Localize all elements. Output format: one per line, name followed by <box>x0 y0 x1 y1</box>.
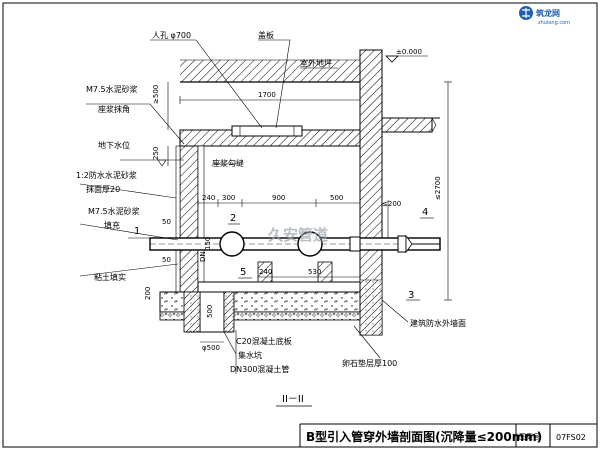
atlas-label: 图集号 <box>519 432 540 441</box>
water-level-icon <box>157 159 167 167</box>
label-mortar-m75-b: M7.5水泥砂浆 <box>88 206 140 216</box>
label-plaster-thickness: 抹面厚20 <box>86 184 120 194</box>
dim-150: 150 <box>204 237 212 250</box>
callout-1: 1 <box>134 226 140 237</box>
left-wall <box>175 145 205 297</box>
dim-200: ≤200 <box>382 200 401 208</box>
label-outer-wall: 建筑防水外墙面 <box>410 318 466 328</box>
dim-1700-text: 1700 <box>258 91 276 99</box>
label-pointing-corner: 座浆抹角 <box>98 104 130 114</box>
dim-phi500: φ500 <box>202 344 220 352</box>
floor-slab <box>159 281 361 333</box>
dim-row-bottom: 240 530 <box>258 268 360 281</box>
label-clay: 粘土填实 <box>94 272 126 282</box>
zhulong-logo: 筑龙网 zhulong.com <box>519 6 570 26</box>
dim-50a: 50 <box>162 218 171 226</box>
drawing-title: B型引入管穿外墙剖面图(沉降量≤200mm) <box>306 429 542 444</box>
callout-4: 4 <box>422 207 428 218</box>
dim-vertical-right: ≤200 ≤2700 <box>382 81 452 301</box>
dim-240a: 240 <box>202 194 215 202</box>
label-groundwater: 地下水位 <box>98 140 130 150</box>
callouts: 1 2 3 4 5 <box>128 207 434 301</box>
label-waterproof-mortar: 1:2防水水泥砂浆 <box>76 170 137 180</box>
callout-2: 2 <box>230 213 236 224</box>
top-slab <box>179 125 361 147</box>
leaders <box>79 39 409 374</box>
label-cover: 盖板 <box>258 30 274 40</box>
building-wall <box>359 49 440 336</box>
elevation-mark: ±0.000 <box>385 48 428 63</box>
label-fill: 填充 <box>104 220 120 230</box>
dim-500b: 500 <box>330 194 343 202</box>
dim-row-top: 240 300 900 500 <box>197 194 361 207</box>
label-sump: 集水坑 <box>238 350 262 360</box>
dim-dn: DN <box>199 251 207 262</box>
label-outdoor-ground: 室外地坪 <box>300 58 332 68</box>
manhole-cover <box>231 125 303 137</box>
label-dn300: DN300混凝土管 <box>230 364 289 374</box>
watermark: 久安管道 <box>268 226 328 244</box>
callout-5: 5 <box>240 267 246 278</box>
elevation-text: ±0.000 <box>396 48 422 56</box>
dim-240b: 240 <box>259 268 272 276</box>
inlet-pipe <box>149 231 441 257</box>
dim-250: 250 <box>152 147 160 160</box>
label-c20-slab: C20混凝土底板 <box>236 336 292 346</box>
section-label: II－II <box>282 394 304 405</box>
atlas-number: 07FS02 <box>556 433 586 442</box>
callout-3: 3 <box>408 290 414 301</box>
dim-200b: 200 <box>144 287 152 300</box>
dim-300: 300 <box>222 194 235 202</box>
ground-soil-top <box>180 59 360 83</box>
dim-900: 900 <box>272 194 285 202</box>
label-manhole: 人孔 φ700 <box>152 31 191 40</box>
dim-50b: 50 <box>162 256 171 264</box>
dim-530: 530 <box>308 268 321 276</box>
dim-2700: ≤2700 <box>434 176 442 200</box>
dim-500-top: ≥500 <box>152 85 160 104</box>
logo-url: zhulong.com <box>538 20 570 26</box>
label-mortar-m75: M7.5水泥砂浆 <box>86 84 138 94</box>
title-block: B型引入管穿外墙剖面图(沉降量≤200mm) 图集号 07FS02 <box>299 423 597 447</box>
dim-1700: 1700 <box>179 91 361 104</box>
label-gravel: 卵石垫层厚100 <box>342 358 397 368</box>
logo-name: 筑龙网 <box>536 8 560 18</box>
label-joint: 座浆勾缝 <box>212 158 244 168</box>
dim-500c: 500 <box>206 305 214 318</box>
dim-vertical-left: ≥500 250 50 50 DN 150 200 500 φ500 <box>144 82 224 352</box>
